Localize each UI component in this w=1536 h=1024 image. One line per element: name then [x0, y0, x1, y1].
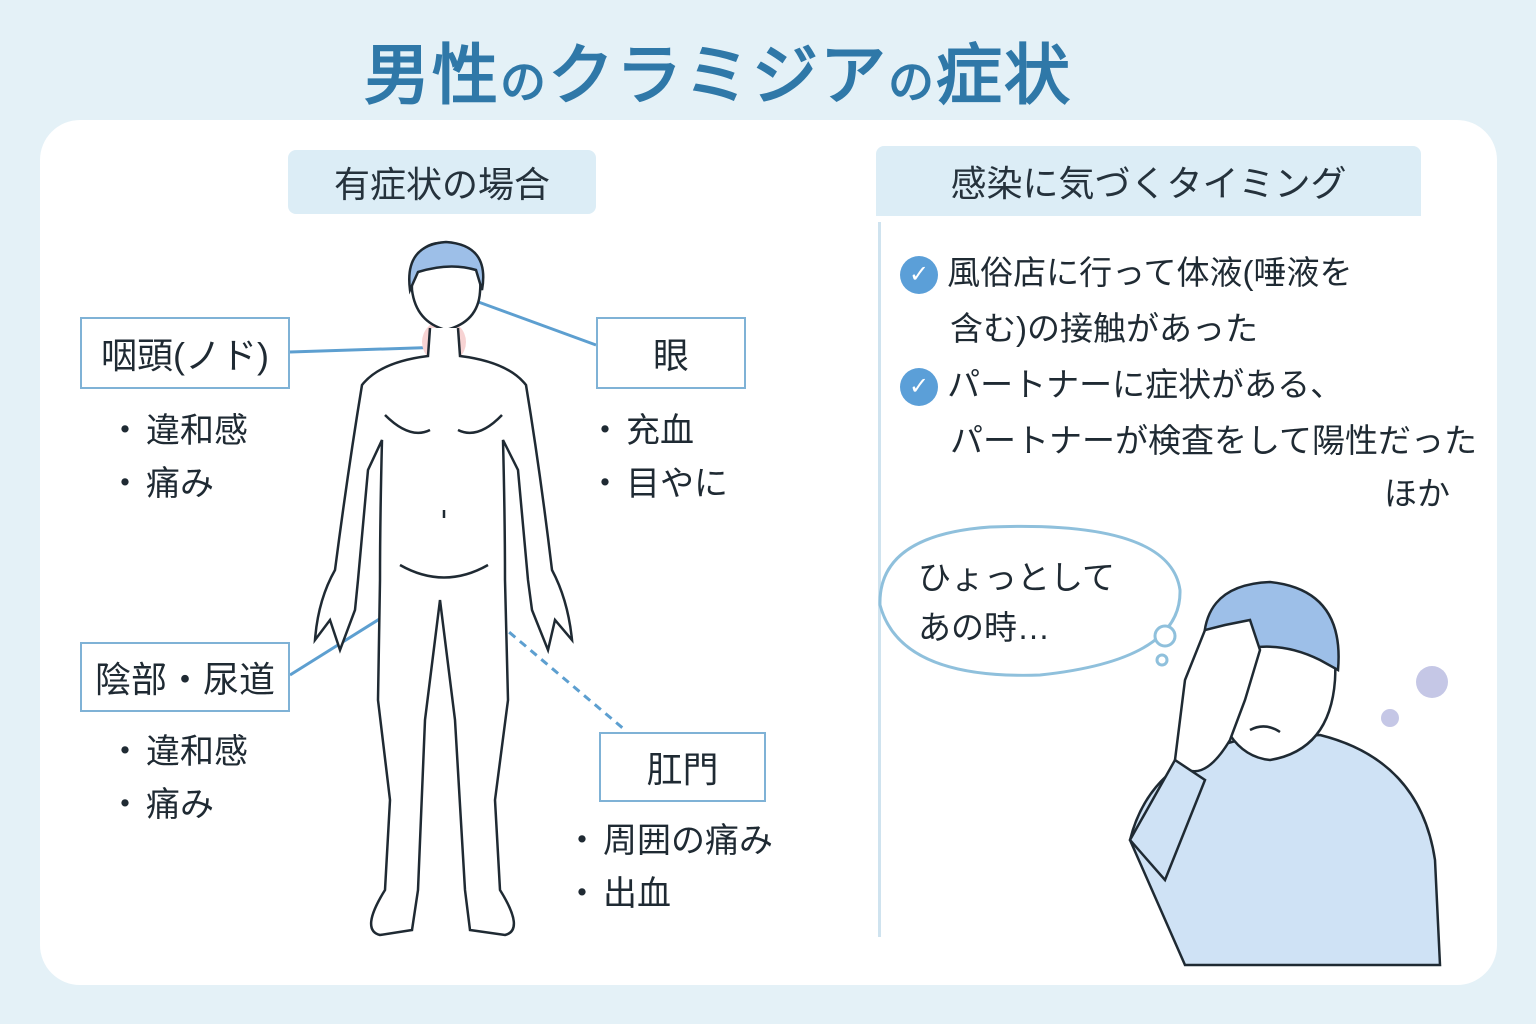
symptom-item: 周囲の痛み: [565, 815, 773, 868]
timing-item-cont: 含む)の接触があった: [950, 310, 1258, 347]
divider: [878, 222, 881, 937]
timing-item-cont: パートナーが検査をして陽性だった: [950, 422, 1478, 459]
symptom-item: 目やに: [588, 458, 728, 511]
anus-symptoms: 周囲の痛み 出血: [565, 815, 773, 921]
genital-symptoms: 違和感 痛み: [108, 726, 248, 832]
symptom-item: 充血: [588, 405, 728, 458]
timing-list: ✓ 風俗店に行って体液(唾液を 含む)の接触があった ✓ パートナーに症状がある…: [900, 245, 1477, 469]
thought-bubble-text: ひょっとして あの時…: [918, 553, 1115, 653]
pointer-line-throat: [290, 345, 446, 354]
virus-icon: [1381, 666, 1448, 727]
pointer-line-anus: [444, 576, 626, 732]
site-label-eye: 眼: [596, 317, 746, 389]
worried-man-illustration: [878, 524, 1448, 967]
site-label-throat: 咽頭(ノド): [80, 317, 290, 389]
timing-item: ✓ 風俗店に行って体液(唾液を: [900, 245, 1477, 301]
site-label-genital: 陰部・尿道: [80, 642, 290, 712]
eye-symptoms: 充血 目やに: [588, 405, 728, 511]
symptom-item: 出血: [565, 868, 773, 921]
bubble-line: ひょっとして: [918, 559, 1116, 596]
pointer-line-eye: [461, 294, 597, 347]
bubble-line: あの時…: [918, 609, 1050, 646]
symptom-item: 違和感: [108, 405, 248, 458]
site-label-anus: 肛門: [599, 732, 766, 802]
page-title: 男性のクラミジアの症状: [364, 38, 1072, 112]
timing-header: 感染に気づくタイミング: [876, 146, 1421, 216]
thought-bubble: [878, 524, 1182, 677]
symptomatic-header: 有症状の場合: [288, 150, 596, 214]
symptom-item: 痛み: [108, 458, 248, 511]
timing-item: ✓ パートナーに症状がある、: [900, 357, 1477, 413]
body-diagram: [290, 240, 626, 937]
check-icon: ✓: [900, 368, 938, 407]
etc-text: ほか: [1384, 475, 1450, 512]
check-icon: ✓: [900, 256, 938, 295]
symptom-item: 違和感: [108, 726, 248, 779]
throat-symptoms: 違和感 痛み: [108, 405, 248, 511]
symptom-item: 痛み: [108, 779, 248, 832]
